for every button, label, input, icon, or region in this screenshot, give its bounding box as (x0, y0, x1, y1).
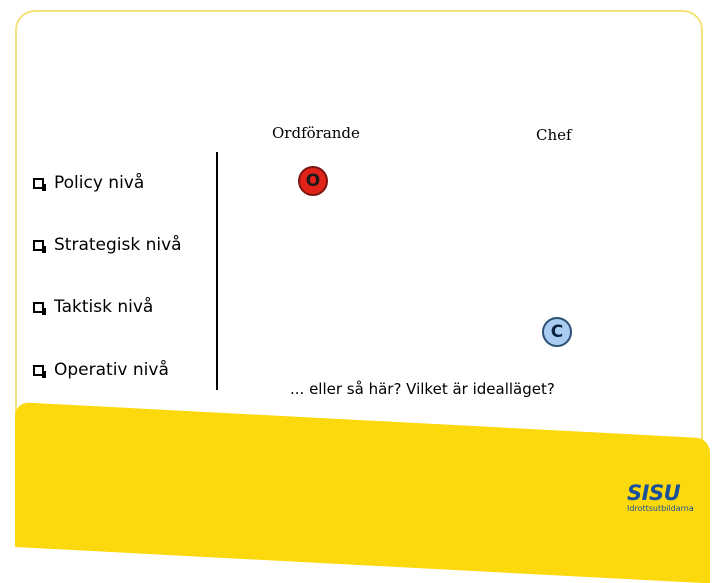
question-text: ... eller så här? Vilket är idealläget? (290, 380, 555, 398)
level-tactical: Taktisk nivå (33, 297, 153, 317)
ordforande-marker: O (298, 166, 328, 196)
checkbox-bullet-icon (33, 301, 46, 315)
checkbox-bullet-icon (33, 177, 46, 191)
checkbox-bullet-icon (33, 239, 46, 253)
chef-marker: C (542, 317, 572, 347)
column-header-ordforande: Ordförande (272, 124, 360, 142)
logo-name: SISU (627, 481, 681, 505)
level-operative: Operativ nivå (33, 360, 169, 380)
level-label: Operativ nivå (54, 360, 169, 380)
vertical-divider (216, 152, 218, 390)
level-label: Policy nivå (54, 173, 145, 193)
checkbox-bullet-icon (33, 364, 46, 378)
level-label: Strategisk nivå (54, 235, 182, 255)
level-strategic: Strategisk nivå (33, 235, 182, 255)
level-policy: Policy nivå (33, 173, 144, 193)
logo-subtitle: Idrottsutbildarna (627, 504, 694, 513)
sisu-logo: SISU Idrottsutbildarna (627, 482, 694, 513)
level-label: Taktisk nivå (54, 297, 154, 317)
column-header-chef: Chef (536, 126, 572, 144)
